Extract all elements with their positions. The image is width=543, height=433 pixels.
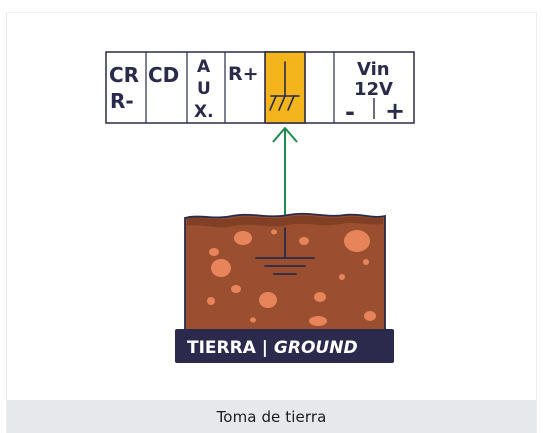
terminal-7-minus: - bbox=[345, 98, 355, 126]
grounding-diagram: CR R- CD A U X. R+ Vin 12V - + bbox=[105, 51, 415, 363]
terminal-1-line-2: R- bbox=[110, 89, 134, 113]
ground-label: TIERRA | GROUND bbox=[175, 329, 394, 363]
terminal-7-line-1: Vin bbox=[357, 59, 390, 80]
terminal-3-line-2: U bbox=[197, 79, 211, 99]
terminal-3-line-3: X. bbox=[194, 102, 214, 122]
ground-label-part2: GROUND bbox=[274, 338, 358, 358]
ground-label-part1: TIERRA | bbox=[187, 338, 274, 358]
terminal-2-label: CD bbox=[148, 63, 179, 87]
terminal-7-line-2: 12V bbox=[354, 79, 393, 100]
terminal-block-outline bbox=[105, 51, 415, 124]
figure-caption: Toma de tierra bbox=[216, 407, 327, 426]
terminal-7-plus: + bbox=[385, 97, 405, 125]
figure-frame bbox=[6, 12, 537, 433]
earth-ground-icon bbox=[255, 227, 315, 275]
svg-text:TIERRA | GROUND: TIERRA | GROUND bbox=[187, 338, 358, 358]
terminal-1-line-1: CR bbox=[109, 63, 139, 87]
ground-symbol-icon bbox=[269, 61, 300, 111]
soil-block bbox=[184, 212, 386, 339]
terminal-4-label: R+ bbox=[228, 63, 259, 85]
terminal-block: CR R- CD A U X. R+ Vin 12V - + bbox=[105, 51, 415, 126]
terminal-3-line-1: A bbox=[197, 57, 211, 77]
caption-bar: Toma de tierra bbox=[7, 400, 536, 433]
soil-pebbles bbox=[207, 229, 376, 326]
